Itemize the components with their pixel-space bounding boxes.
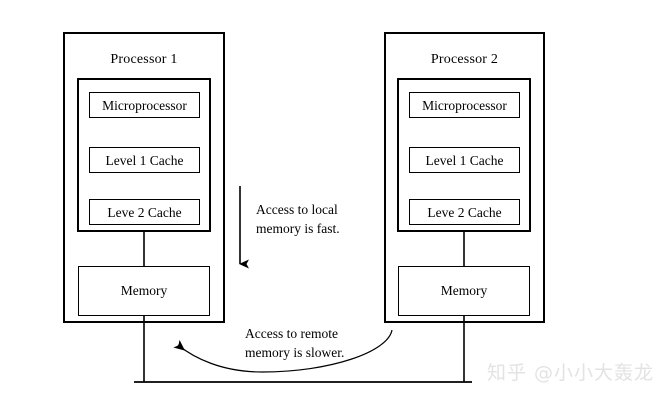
processor-1-microprocessor: Microprocessor [89,92,200,118]
remote-access-caption-line-2: memory is slower. [245,345,345,360]
processor-1-title: Processor 1 [110,52,178,67]
remote-access-caption-line-1: Access to remote [245,326,338,341]
local-access-caption-line-2: memory is fast. [256,221,340,236]
processor-2-level-2-cache: Leve 2 Cache [409,199,520,225]
processor-2-title: Processor 2 [430,52,499,67]
processor-1-cpu-group [77,78,211,232]
remote-access-arrow-icon [173,329,393,373]
local-access-caption-line-1: Access to local [256,202,338,217]
processor-1-level-2-cache: Leve 2 Cache [89,199,200,225]
processor-2-cpu-group [397,78,531,232]
processor-2-microprocessor: Microprocessor [409,92,520,118]
watermark-label: 知乎 @小小大轰龙 [487,362,655,384]
processor-2-level-1-cache: Level 1 Cache [409,147,520,173]
processor-2-memory: Memory [398,266,530,316]
remote-access-caption: Access to remote memory is slower. [245,324,344,362]
processor-1-level-1-cache: Level 1 Cache [89,147,200,173]
processor-1-memory: Memory [78,266,210,316]
local-access-caption: Access to local memory is fast. [256,200,340,238]
